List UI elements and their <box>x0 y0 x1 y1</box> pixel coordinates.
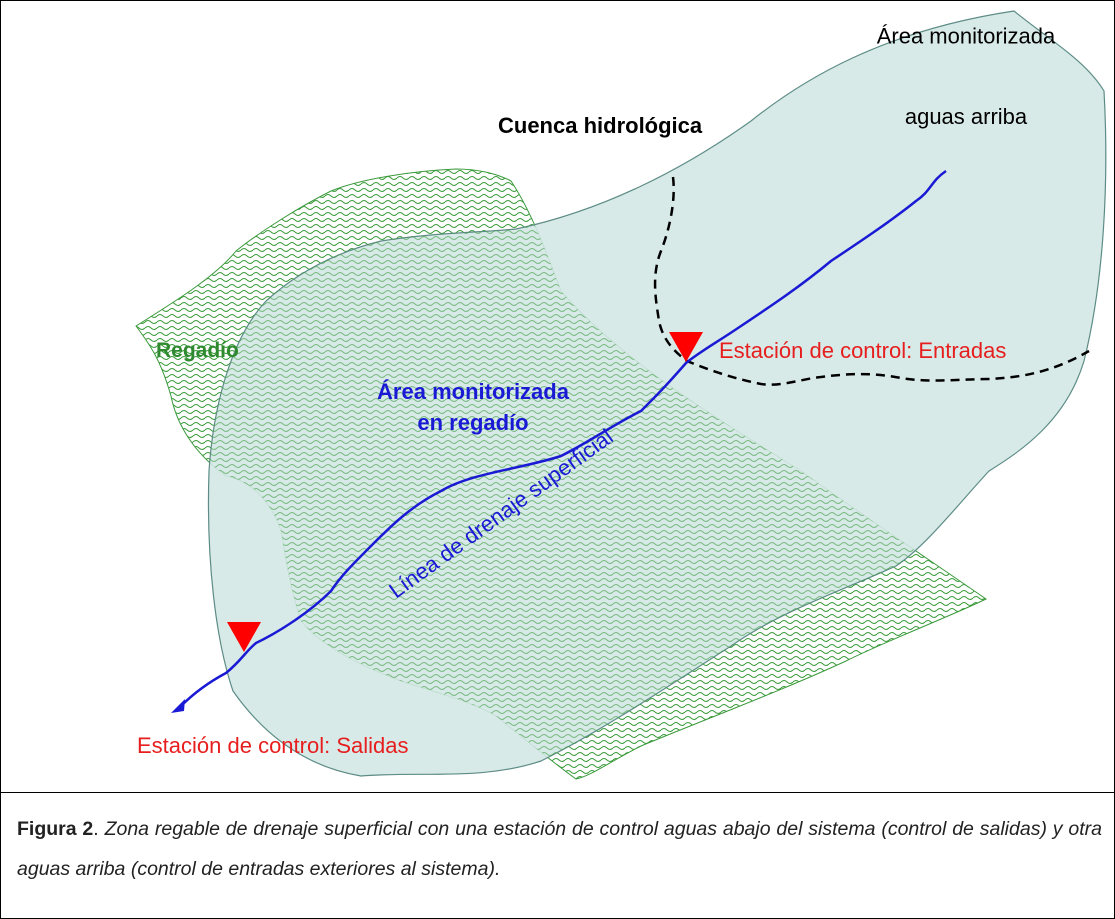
area-regadio-label-line2: en regadío <box>417 410 528 435</box>
station-salidas-marker <box>227 622 261 652</box>
caption-label: Figura 2 <box>17 818 94 840</box>
regadio-label: Regadío <box>156 339 239 362</box>
figure-caption: Figura 2. Zona regable de drenaje superf… <box>17 809 1102 889</box>
area-arriba-label-line2: aguas arriba <box>905 104 1028 129</box>
caption-separator: . <box>93 818 105 840</box>
watershed-diagram: Cuenca hidrológica Área monitorizada agu… <box>135 10 1107 780</box>
upstream-divide-dashed <box>653 176 1090 386</box>
station-salidas-label: Estación de control: Salidas <box>137 733 409 758</box>
area-regadio-label-line1: Área monitorizada <box>377 379 570 404</box>
area-arriba-label-line1: Área monitorizada <box>877 24 1056 49</box>
caption-text: Zona regable de drenaje superficial con … <box>17 818 1102 880</box>
station-entradas-label: Estación de control: Entradas <box>719 338 1006 363</box>
diagram-panel: Cuenca hidrológica Área monitorizada agu… <box>1 1 1114 793</box>
drainage-line <box>180 169 947 707</box>
cuenca-label: Cuenca hidrológica <box>498 113 703 138</box>
station-entradas-marker <box>669 332 703 362</box>
drainage-arrowhead <box>171 699 185 713</box>
